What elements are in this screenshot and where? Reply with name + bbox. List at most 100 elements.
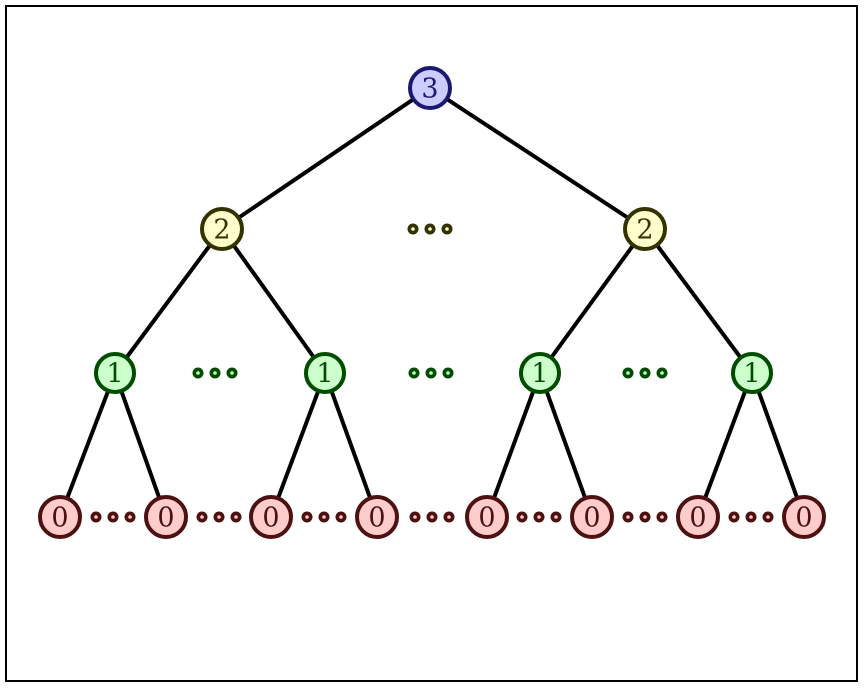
ellipsis-dot-center [626,371,630,375]
node-circle[interactable] [144,495,188,539]
ellipsis-dot-center [429,371,433,375]
tree-node-level-one[interactable]: 1 [519,352,561,394]
ellipsis-dots [409,511,455,523]
ellipsis-dot-center [111,515,115,519]
node-label: 1 [743,359,760,390]
tree-edge [538,371,594,519]
node-circle[interactable] [570,495,614,539]
node-label: 0 [689,503,706,534]
ellipsis-dots [196,511,242,523]
node-label: 1 [316,359,333,390]
ellipsis-dots [90,511,136,523]
node-circle[interactable] [94,352,136,394]
ellipsis-dots [516,511,562,523]
ellipsis-dot-center [766,515,770,519]
tree-node-leaf[interactable]: 0 [144,495,188,539]
tree-edge [485,371,542,519]
ellipsis-dot-center [412,371,416,375]
node-label: 1 [106,359,123,390]
ellipsis-dot-center [305,515,309,519]
tree-edge [428,86,647,231]
node-label: 2 [636,215,653,246]
ellipsis-dot-center [213,371,217,375]
ellipsis-dots [407,223,453,235]
ellipsis-dot-center [411,227,415,231]
tree-node-leaf[interactable]: 0 [782,495,826,539]
ellipsis-dot-center [322,515,326,519]
ellipsis-dot-center [520,515,524,519]
node-circle[interactable] [249,495,293,539]
ellipsis-dots [728,511,774,523]
node-circle[interactable] [304,352,346,394]
node-circle[interactable] [408,66,452,110]
ellipsis-dot-center [234,515,238,519]
tree-node-root[interactable]: 3 [408,66,452,110]
ellipsis-dots [301,511,347,523]
ellipsis-dots [622,511,668,523]
ellipsis-dot-center [128,515,132,519]
tree-node-leaf[interactable]: 0 [249,495,293,539]
node-circle[interactable] [519,352,561,394]
node-label: 3 [421,74,438,105]
node-circle[interactable] [355,495,399,539]
tree-edge [220,227,327,375]
node-label: 0 [583,503,600,534]
tree-edge [538,227,647,375]
node-layer: 3 2 2 1 1 1 1 0 0 0 0 0 0 0 0 [38,66,826,539]
node-circle[interactable] [731,352,773,394]
ellipsis-dot-center [643,515,647,519]
node-circle[interactable] [38,495,82,539]
ellipsis-dot-center [428,227,432,231]
ellipsis-dot-center [447,515,451,519]
ellipsis-dot-center [339,515,343,519]
tree-edge [269,371,327,519]
ellipsis-layer [90,223,774,523]
tree-node-leaf[interactable]: 0 [38,495,82,539]
ellipsis-dot-center [200,515,204,519]
ellipsis-dot-center [94,515,98,519]
node-label: 0 [368,503,385,534]
node-circle[interactable] [623,207,667,251]
ellipsis-dot-center [430,515,434,519]
node-label: 0 [51,503,68,534]
tree-node-leaf[interactable]: 0 [570,495,614,539]
ellipsis-dot-center [626,515,630,519]
tree-node-leaf[interactable]: 0 [676,495,720,539]
ellipsis-dots [622,367,668,379]
tree-node-leaf[interactable]: 0 [465,495,509,539]
tree-node-leaf[interactable]: 0 [355,495,399,539]
node-label: 1 [531,359,548,390]
ellipsis-dot-center [749,515,753,519]
tree-node-level-one[interactable]: 1 [304,352,346,394]
node-label: 0 [157,503,174,534]
ellipsis-dot-center [660,515,664,519]
ellipsis-dots [408,367,454,379]
tree-edge [58,371,117,519]
ellipsis-dots [192,367,238,379]
tree-node-level-two[interactable]: 2 [200,207,244,251]
node-label: 0 [478,503,495,534]
node-circle[interactable] [200,207,244,251]
ellipsis-dot-center [446,371,450,375]
node-label: 0 [262,503,279,534]
tree-node-level-one[interactable]: 1 [731,352,773,394]
node-circle[interactable] [465,495,509,539]
tree-edge [323,371,379,519]
tree-edge [696,371,754,519]
node-circle[interactable] [676,495,720,539]
node-label: 2 [213,215,230,246]
edge-layer [58,86,806,519]
tree-node-level-one[interactable]: 1 [94,352,136,394]
tree-edge [220,86,432,231]
ellipsis-dot-center [537,515,541,519]
ellipsis-dot-center [732,515,736,519]
node-circle[interactable] [782,495,826,539]
diagram-frame [5,5,858,682]
ellipsis-dot-center [217,515,221,519]
tree-node-level-two[interactable]: 2 [623,207,667,251]
tree-edge [113,371,168,519]
ellipsis-dot-center [230,371,234,375]
node-label: 0 [795,503,812,534]
